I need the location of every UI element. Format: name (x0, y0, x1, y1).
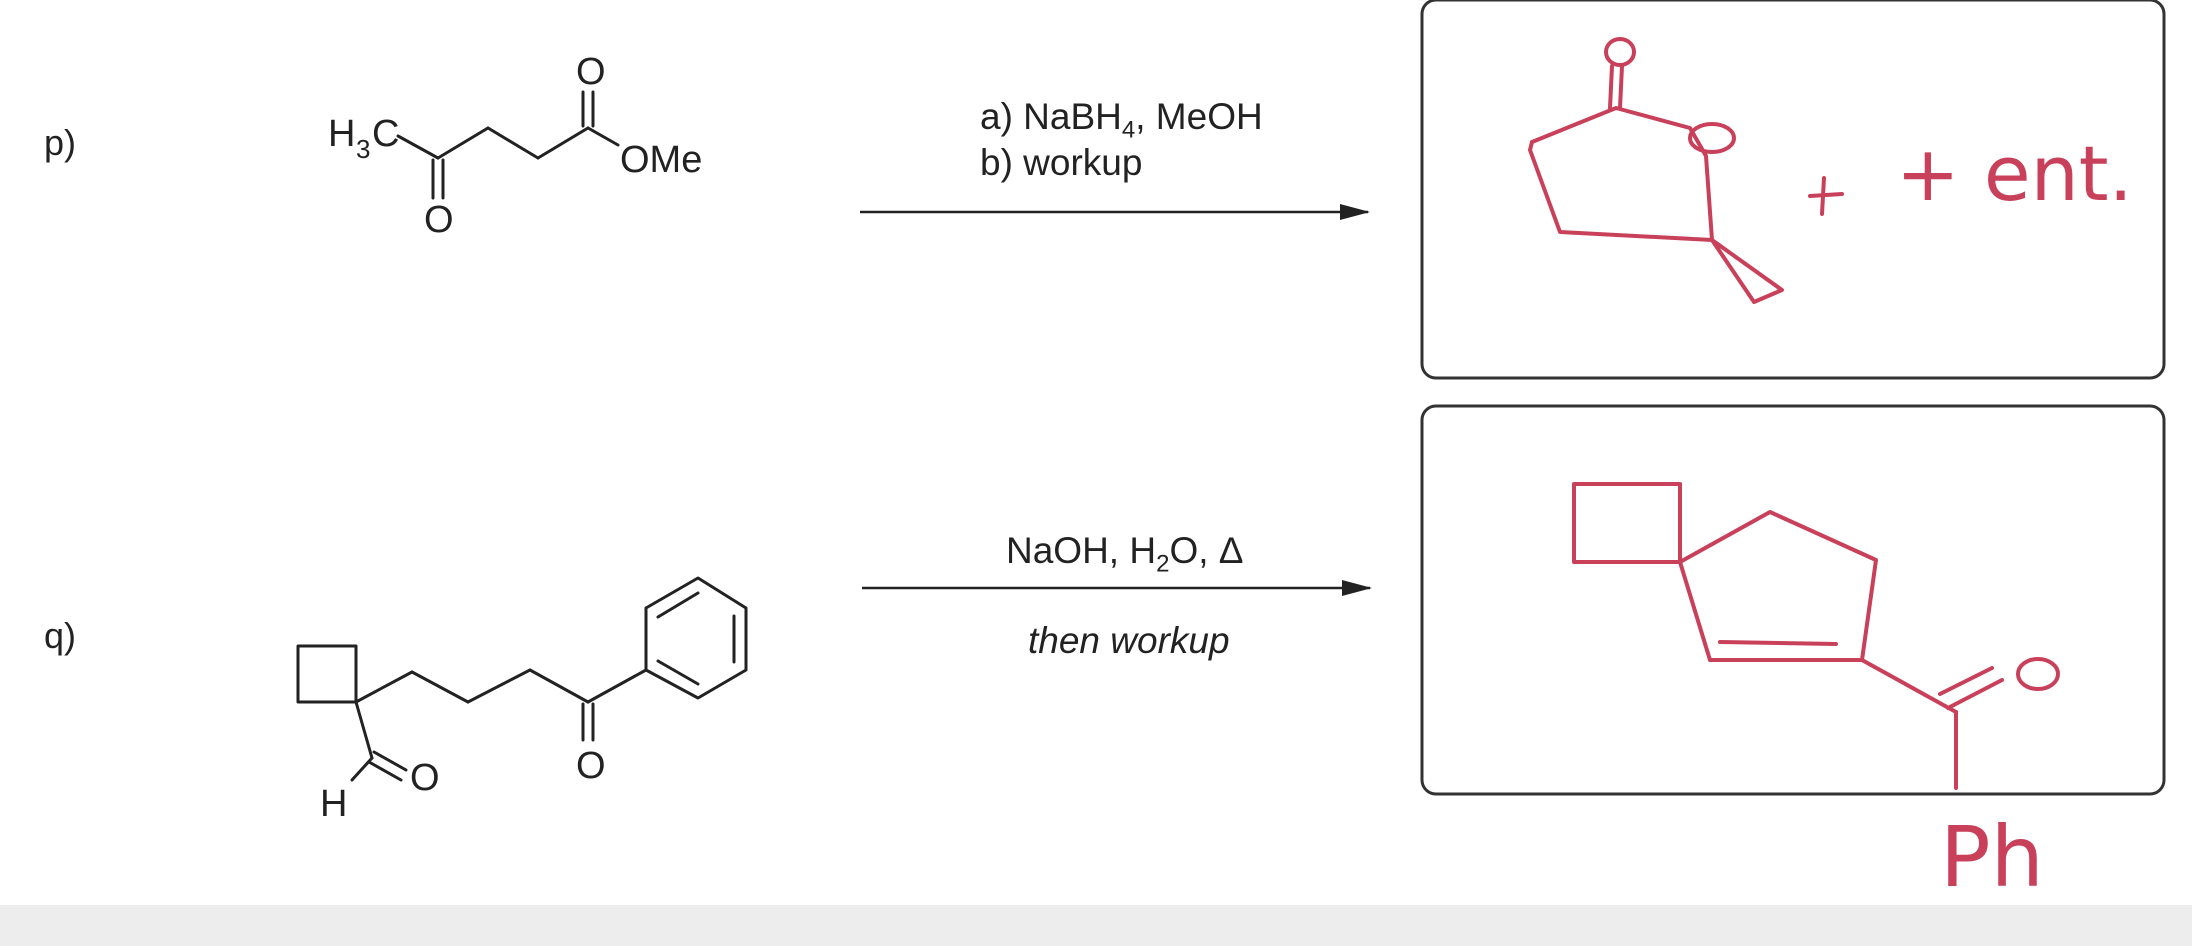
problem-label-q: q) (44, 615, 77, 656)
bond-double (367, 760, 403, 782)
reactant-p-structure: H 3 C O O OMe (328, 51, 702, 241)
reagent-text: , MeOH (1135, 96, 1263, 137)
cyclobutane-sketch (1572, 482, 1682, 564)
reagent-subscript: 4 (1121, 116, 1136, 144)
lactone-ring-sketch (1528, 106, 1714, 242)
bond (410, 670, 470, 704)
atom-label: O (424, 199, 454, 241)
reagent-line-2-p: b) workup (980, 142, 1143, 183)
aromatic-bond (656, 659, 700, 686)
bond (528, 668, 590, 704)
bond (354, 670, 414, 704)
reagent-subscript: 2 (1156, 550, 1170, 578)
answer-box-q (1420, 404, 2166, 796)
bond (466, 668, 532, 704)
reagent-line-2-q: then workup (1028, 620, 1230, 661)
carbonyl-oxygen-sketch (2016, 657, 2060, 691)
methyl-wedge-sketch (1710, 238, 1784, 304)
bond (486, 126, 540, 160)
carbonyl-bond-sketch (1938, 666, 1994, 696)
bond (436, 126, 490, 160)
bond (354, 700, 374, 760)
atom-label: O (576, 745, 606, 787)
bond-double (372, 750, 408, 772)
phenyl-ring (644, 576, 748, 700)
handwritten-product-p: + ent. (1528, 37, 2133, 304)
atom-label: O (410, 757, 440, 799)
cyclopentene-sketch (1678, 510, 1878, 662)
enantiomer-note: + ent. (1896, 129, 2133, 218)
plus-sign-sketch (1808, 192, 1844, 198)
reagent-line-1-p: a) NaBH4, MeOH (980, 96, 1263, 144)
atom-label: OMe (620, 139, 702, 181)
atom-label: C (372, 113, 399, 155)
atom-label: O (576, 51, 606, 93)
ring-oxygen-sketch (1688, 122, 1736, 154)
problem-label-p: p) (44, 122, 77, 163)
atom-label: H (320, 783, 347, 825)
carbonyl-bond-sketch (1608, 64, 1614, 110)
plus-sign-sketch (1820, 176, 1826, 216)
bond (586, 668, 648, 704)
answer-box-p (1420, 0, 2166, 380)
reagent-line-1-q: NaOH, H2O, Δ (1006, 530, 1244, 578)
phenyl-note: Ph (1940, 808, 2044, 906)
carbonyl-oxygen-sketch (1604, 37, 1636, 67)
page-bottom-band (0, 905, 2192, 946)
carbonyl-carbon-bond-sketch (1860, 658, 1958, 714)
cyclobutane-ring (296, 644, 358, 704)
bond (536, 126, 590, 160)
reagent-text: NaOH, H (1006, 530, 1157, 571)
alkene-bond-sketch (1718, 640, 1838, 646)
carbonyl-bond-sketch (1618, 64, 1624, 110)
reactant-q-structure: O H O (296, 576, 748, 825)
bond (586, 126, 620, 147)
carbonyl-bond-sketch (1946, 678, 2004, 710)
handwritten-product-q: Ph (1572, 482, 2060, 906)
reagent-text: a) NaBH (980, 96, 1122, 137)
atom-label: H (328, 113, 355, 155)
reagent-text: O, Δ (1169, 530, 1244, 571)
atom-label: 3 (356, 134, 370, 164)
aromatic-bond (656, 591, 700, 619)
bond (396, 134, 440, 160)
